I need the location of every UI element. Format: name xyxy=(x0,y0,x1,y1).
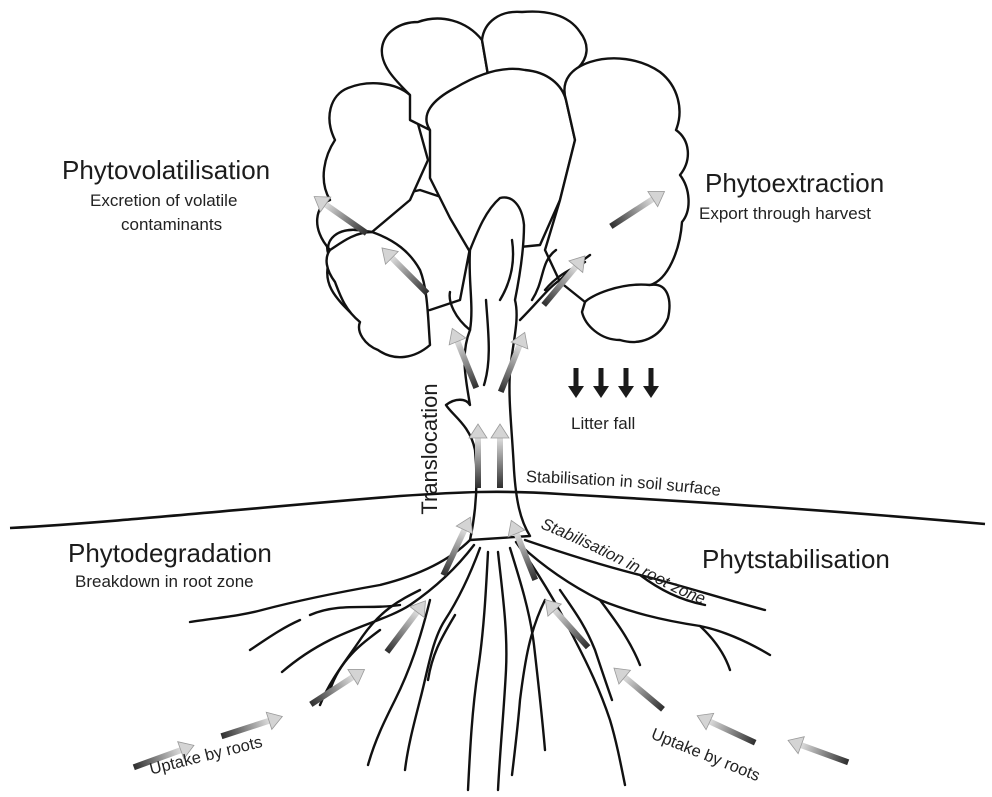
phytodegradation-desc: Breakdown in root zone xyxy=(75,572,254,591)
canopy xyxy=(315,10,690,359)
phytoextraction-desc: Export through harvest xyxy=(699,204,871,223)
phytovolatilisation-title: Phytovolatilisation xyxy=(62,155,271,185)
trunk xyxy=(444,196,592,542)
litter-fall-label: Litter fall xyxy=(571,414,636,433)
phytovolatilisation-desc-line1: Excretion of volatile xyxy=(90,191,238,210)
phytostabilisation-title: Phytstabilisation xyxy=(702,544,890,574)
phytoextraction-title: Phytoextraction xyxy=(705,168,885,198)
roots xyxy=(188,538,772,792)
stabilisation-soil-surface-label: Stabilisation in soil surface xyxy=(526,468,722,500)
litter-fall-arrows xyxy=(568,368,659,398)
ground-line xyxy=(9,490,986,530)
translocation-label: Translocation xyxy=(417,383,442,515)
phytovolatilisation-desc-line2: contaminants xyxy=(121,215,223,234)
phytodegradation-title: Phytodegradation xyxy=(68,538,272,568)
